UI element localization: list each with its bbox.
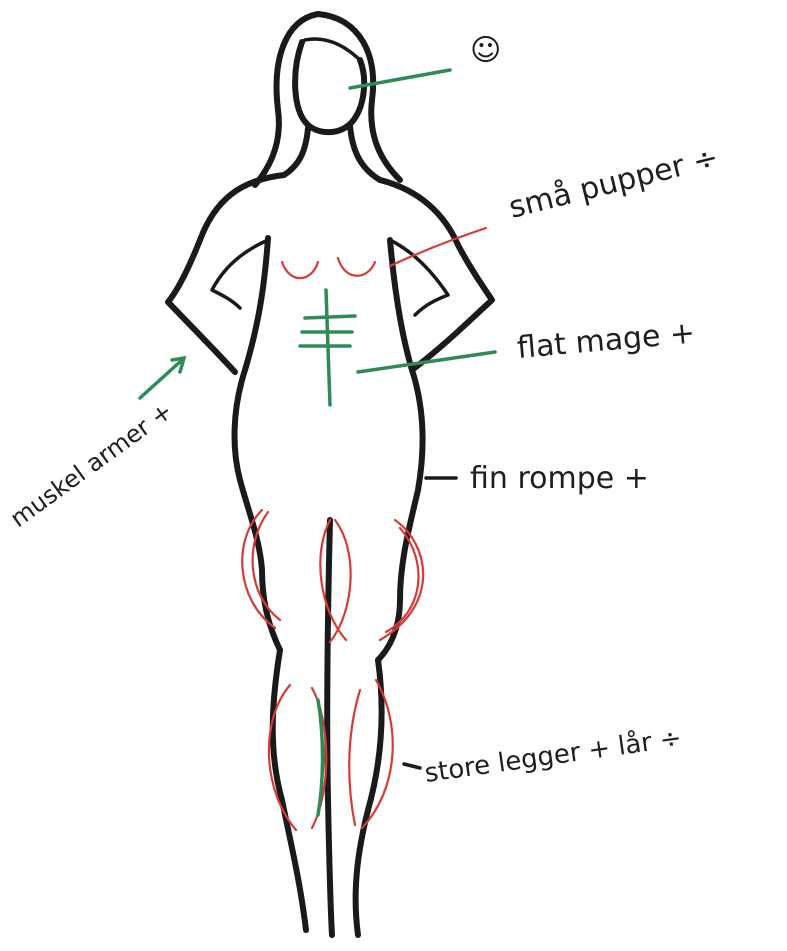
right-lower-leg <box>356 660 382 935</box>
stomach-annotation: flat mage + <box>516 316 697 366</box>
hair-fringe <box>305 39 362 62</box>
right-arm-outer <box>380 180 492 370</box>
right-thigh-inner <box>330 520 351 642</box>
breast-right <box>338 258 375 276</box>
neck-left <box>284 128 308 175</box>
inner-legs <box>327 520 332 935</box>
arms-annotation: muskel armer + <box>5 397 178 533</box>
figure-outline <box>168 14 492 935</box>
legs-pointer-dash <box>404 764 420 768</box>
butt-annotation: fin rompe + <box>470 461 649 496</box>
breasts-annotation: små pupper ÷ <box>505 140 721 226</box>
left-lower-leg <box>273 650 306 930</box>
green-marks <box>140 70 495 815</box>
red-corrections <box>242 228 486 830</box>
breast-left <box>282 262 318 278</box>
abs-line-1 <box>305 316 355 318</box>
arm-pointer-arrow <box>140 358 184 398</box>
legs-annotation: store legger + lår ÷ <box>423 722 684 789</box>
face-annotation: ☺ <box>470 33 501 68</box>
left-calf-green <box>318 700 323 815</box>
right-calf-inner <box>349 690 360 825</box>
